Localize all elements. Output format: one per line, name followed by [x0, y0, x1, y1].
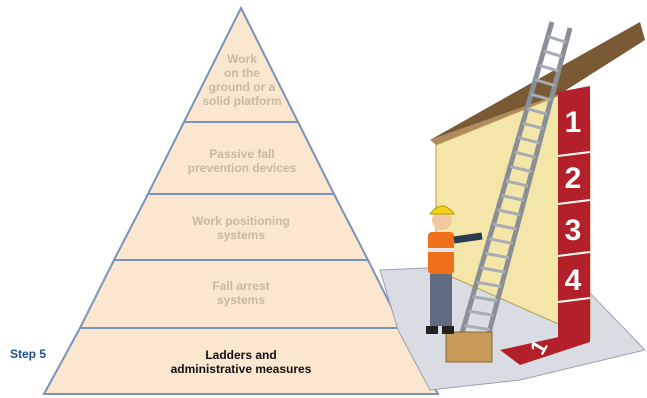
tier-4-line: Fall arrest: [212, 279, 270, 293]
ladder-rung: [530, 92, 552, 102]
ladder-rung: [472, 295, 498, 303]
tier-1-line: Work: [227, 52, 257, 66]
ladder-rung: [526, 107, 548, 116]
hard-hat-icon: [428, 205, 456, 215]
ladder-rung: [522, 121, 544, 130]
ratio-strip-floor: [500, 330, 590, 365]
ladder-base: [445, 331, 493, 363]
ladder-rung: [480, 266, 506, 274]
ladder-rung: [539, 63, 559, 73]
ladder-rungs: [463, 35, 567, 332]
ladder-rung: [493, 222, 517, 231]
tier-1-line: ground or a: [208, 80, 276, 94]
ratio-strip-vertical: [558, 86, 590, 342]
step-label: Step 5: [10, 347, 47, 361]
ladder-rung: [488, 237, 514, 245]
pyramid-tier-5: [42, 327, 440, 395]
tier-5-line: administrative measures: [170, 362, 312, 376]
ladder-rung: [534, 78, 556, 87]
worker-legs: [430, 274, 452, 326]
ladder-rung: [476, 280, 502, 289]
ladder-rung: [463, 324, 491, 332]
tier-4-text: Fall arrest systems: [141, 279, 341, 307]
ratio-marker-3: 3: [565, 214, 582, 247]
ladder-rung: [484, 251, 510, 260]
safety-vest-icon: [428, 232, 454, 274]
tier-5-line: Ladders and: [205, 348, 277, 362]
pyramid: [42, 5, 440, 395]
tier-1-line: solid platform: [202, 94, 282, 108]
tier-3-text: Work positioning systems: [141, 214, 341, 242]
tier-2-text: Passive fall prevention devices: [160, 147, 324, 175]
ratio-marker-2: 2: [565, 162, 582, 195]
tier-1-line: on the: [224, 66, 260, 80]
ladder-rung: [543, 49, 563, 59]
ladder-rung: [547, 35, 567, 44]
ladder-rung: [509, 165, 533, 174]
tier-2-line: prevention devices: [187, 161, 297, 175]
ladder-rung: [497, 208, 521, 217]
ladder-rung: [501, 193, 525, 202]
tier-5-text: Ladders and administrative measures: [121, 348, 361, 376]
ladder-rung: [514, 150, 536, 159]
tier-1-text: Work on the ground or a solid platform: [186, 52, 298, 108]
tier-2-line: Passive fall: [209, 147, 275, 161]
tier-3-line: systems: [216, 228, 266, 242]
ratio-strip: [500, 86, 591, 365]
ratio-marker-1: 1: [565, 106, 582, 139]
worker: [426, 205, 483, 334]
ladder-rung: [468, 309, 494, 317]
ladder-rung: [518, 136, 540, 145]
tier-3-line: Work positioning: [192, 214, 290, 228]
ratio-marker-4: 4: [565, 264, 582, 297]
worker-head: [432, 210, 452, 230]
ladder-rung: [505, 179, 529, 188]
tier-4-line: systems: [216, 293, 266, 307]
